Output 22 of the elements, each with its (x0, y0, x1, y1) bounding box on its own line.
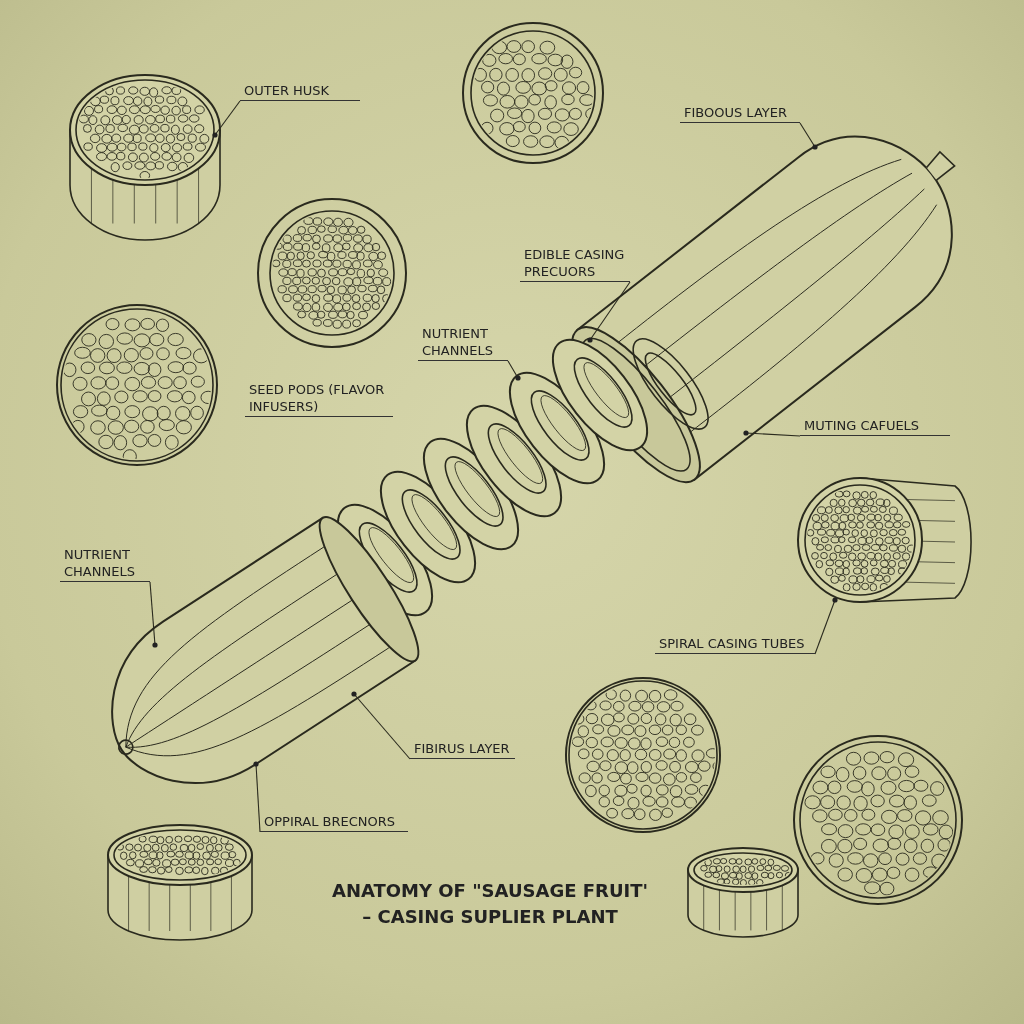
part-label: EDIBLE CASING PRECUORS (524, 246, 626, 280)
diagram-title: ANATOMY OF "SAUSAGE FRUIT' – CASING SUPLIER PLANT (331, 879, 649, 929)
part-label: NUTRIENT CHANNELS (422, 325, 494, 359)
part-label: OPPIRAL BRECNORS (264, 813, 396, 830)
cylinder-slice-drawing (797, 477, 972, 603)
leader-line (587, 281, 631, 343)
cylinder-slice-drawing (69, 74, 221, 241)
leader-line (212, 100, 241, 138)
leader-line (253, 761, 261, 833)
part-label: SEED PODS (FLAVOR INFUSERS) (249, 381, 386, 415)
leader-line (507, 360, 521, 381)
part-label: SPIRAL CASING TUBES (659, 635, 806, 652)
leader-line (149, 581, 158, 648)
leader-line (799, 122, 818, 150)
part-label: NUTRIENT CHANNELS (64, 546, 136, 580)
leader-line (351, 691, 411, 760)
part-label: FIBIRUS LAYER (414, 740, 511, 757)
part-label: FIBOOUS LAYER (684, 104, 788, 121)
leader-line (814, 597, 838, 655)
part-label: OUTER HUSK (244, 82, 331, 99)
part-label: MUTING CAFUELS (804, 417, 921, 434)
leader-line (743, 430, 801, 437)
